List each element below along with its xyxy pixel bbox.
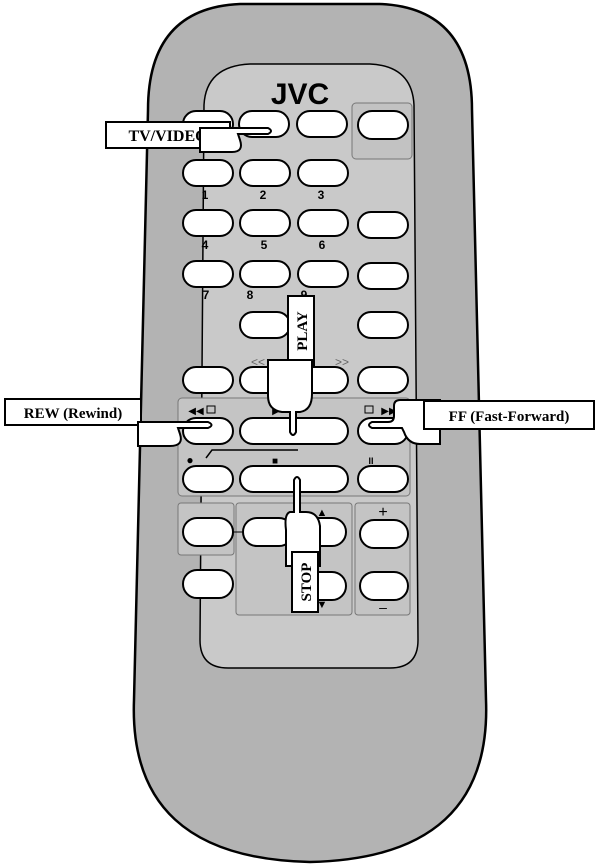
rew-pointing-hand-icon: [137, 421, 213, 447]
pause-button[interactable]: [357, 465, 409, 493]
ff-callout: FF (Fast-Forward): [368, 399, 595, 445]
play-label: PLAY: [295, 311, 311, 351]
number-label-4: 4: [202, 238, 209, 252]
rewind-skip-label: <<: [251, 355, 265, 369]
tv-video-pointing-hand-icon: [199, 127, 272, 153]
stop-label-box: [291, 551, 319, 613]
number-button-7[interactable]: [182, 260, 234, 288]
play-symbol: ▶: [272, 406, 280, 417]
tv-video-label: TV/VIDEO: [128, 128, 207, 145]
channel-up-symbol: ▲: [317, 507, 328, 519]
ff-skip-label: >>: [335, 355, 349, 369]
record-button[interactable]: [182, 465, 234, 493]
brand-logo: JVC: [271, 78, 329, 111]
rew-callout: REW (Rewind): [4, 398, 213, 447]
number-label-3: 3: [318, 188, 325, 202]
channel-down-symbol: ▼: [317, 599, 328, 611]
number-button-4[interactable]: [182, 209, 234, 237]
number-button-3[interactable]: [297, 159, 349, 187]
rew-symbol: ◀◀: [188, 406, 204, 417]
rew-label: REW (Rewind): [24, 406, 122, 422]
number-label-1: 1: [202, 188, 209, 202]
stop-callout: STOP: [284, 476, 321, 613]
power-button[interactable]: [357, 110, 409, 140]
number-label-2: 2: [260, 188, 267, 202]
number-button-5[interactable]: [239, 209, 291, 237]
ff-pointing-hand-icon: [368, 399, 441, 445]
number-button-6[interactable]: [297, 209, 349, 237]
number-label-8: 8: [247, 288, 254, 302]
play-record-bracket: [205, 449, 298, 459]
lower-left-button[interactable]: [182, 517, 234, 547]
stop-symbol: ■: [272, 456, 278, 467]
stop-pointing-hand-icon: [284, 476, 321, 567]
volume-up-button[interactable]: [359, 519, 409, 549]
number-label-7: 7: [203, 288, 210, 302]
side-button-row4[interactable]: [357, 262, 409, 290]
rew-index-icon: [206, 405, 216, 414]
ff-label: FF (Fast-Forward): [449, 409, 570, 425]
play-label-box: [287, 295, 315, 367]
play-pointing-hand-icon: [267, 359, 313, 436]
tv-video-callout: TV/VIDEO: [105, 121, 272, 153]
volume-plus-symbol: +: [378, 504, 387, 521]
row6-button-1[interactable]: [182, 366, 234, 394]
ff-index-icon: [364, 405, 374, 414]
volume-minus-symbol: –: [379, 599, 387, 615]
rew-label-box: [4, 398, 142, 426]
row6-button-4[interactable]: [357, 366, 409, 394]
side-button-row3[interactable]: [357, 211, 409, 239]
side-button-row5[interactable]: [357, 311, 409, 339]
play-callout: PLAY: [267, 295, 315, 436]
number-label-5: 5: [261, 238, 268, 252]
number-button-8[interactable]: [239, 260, 291, 288]
record-symbol: ●: [186, 453, 193, 467]
ff-symbol: ▶▶: [381, 406, 397, 417]
ff-label-box: [423, 400, 595, 430]
number-button-9[interactable]: [297, 260, 349, 288]
pause-symbol: II: [368, 456, 373, 466]
number-button-1[interactable]: [182, 159, 234, 187]
volume-down-button[interactable]: [359, 571, 409, 601]
bottom-left-button[interactable]: [182, 569, 234, 599]
number-button-2[interactable]: [239, 159, 291, 187]
top-button-3[interactable]: [296, 110, 348, 138]
stop-label: STOP: [299, 563, 315, 602]
number-label-6: 6: [319, 238, 326, 252]
number-button-0[interactable]: [239, 311, 291, 339]
